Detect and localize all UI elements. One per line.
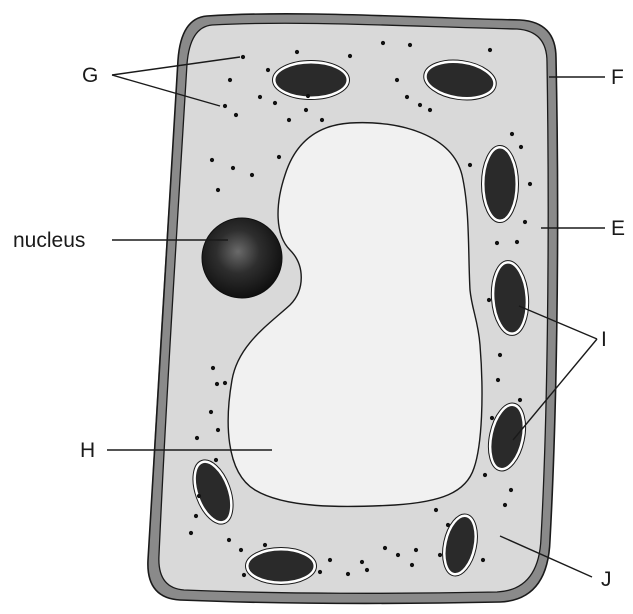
granule <box>215 382 219 386</box>
granule <box>318 570 322 574</box>
granule <box>227 538 231 542</box>
granule <box>446 523 450 527</box>
granule <box>234 113 238 117</box>
granule <box>328 558 332 562</box>
granule <box>519 145 523 149</box>
granule <box>320 118 324 122</box>
granule <box>241 55 245 59</box>
label-e: E <box>611 217 625 240</box>
granule <box>277 155 281 159</box>
granule <box>346 572 350 576</box>
granule <box>498 353 502 357</box>
granule <box>515 240 519 244</box>
granule <box>381 41 385 45</box>
granule <box>273 101 277 105</box>
granule <box>488 48 492 52</box>
granule <box>214 458 218 462</box>
granule <box>210 158 214 162</box>
granule <box>189 531 193 535</box>
granule <box>194 514 198 518</box>
granule <box>496 378 500 382</box>
granule <box>197 494 201 498</box>
granule <box>495 241 499 245</box>
granule <box>523 220 527 224</box>
granule <box>405 95 409 99</box>
granule <box>211 366 215 370</box>
chloroplast <box>483 147 517 221</box>
granule <box>195 436 199 440</box>
chloroplast <box>247 549 315 583</box>
granule <box>408 43 412 47</box>
granule <box>216 428 220 432</box>
granule <box>483 473 487 477</box>
granule <box>365 568 369 572</box>
granule <box>418 103 422 107</box>
granule <box>396 553 400 557</box>
granule <box>239 548 243 552</box>
label-j: J <box>601 568 612 591</box>
granule <box>263 543 267 547</box>
granule <box>258 95 262 99</box>
granule <box>468 163 472 167</box>
granule <box>428 108 432 112</box>
granule <box>490 416 494 420</box>
granule <box>216 188 220 192</box>
granule <box>383 546 387 550</box>
granule <box>438 553 442 557</box>
granule <box>250 173 254 177</box>
granule <box>510 132 514 136</box>
granule <box>528 182 532 186</box>
granule <box>287 118 291 122</box>
granule <box>266 68 270 72</box>
label-nucleus: nucleus <box>13 229 85 252</box>
granule <box>209 410 213 414</box>
granule <box>223 381 227 385</box>
granule <box>509 488 513 492</box>
granule <box>306 94 310 98</box>
granule <box>503 503 507 507</box>
granule <box>242 573 246 577</box>
nucleus <box>202 218 282 298</box>
granule <box>414 548 418 552</box>
granule <box>395 78 399 82</box>
label-i: I <box>601 328 607 351</box>
granule <box>231 166 235 170</box>
granule <box>223 104 227 108</box>
granule <box>487 298 491 302</box>
chloroplast <box>274 62 348 98</box>
granule <box>518 398 522 402</box>
granule <box>360 560 364 564</box>
granule <box>348 54 352 58</box>
granule <box>228 78 232 82</box>
granule <box>434 508 438 512</box>
label-f: F <box>611 66 624 89</box>
label-h: H <box>80 439 95 462</box>
granule <box>410 563 414 567</box>
granule <box>295 50 299 54</box>
granule <box>304 108 308 112</box>
label-g: G <box>82 64 98 87</box>
granule <box>481 558 485 562</box>
